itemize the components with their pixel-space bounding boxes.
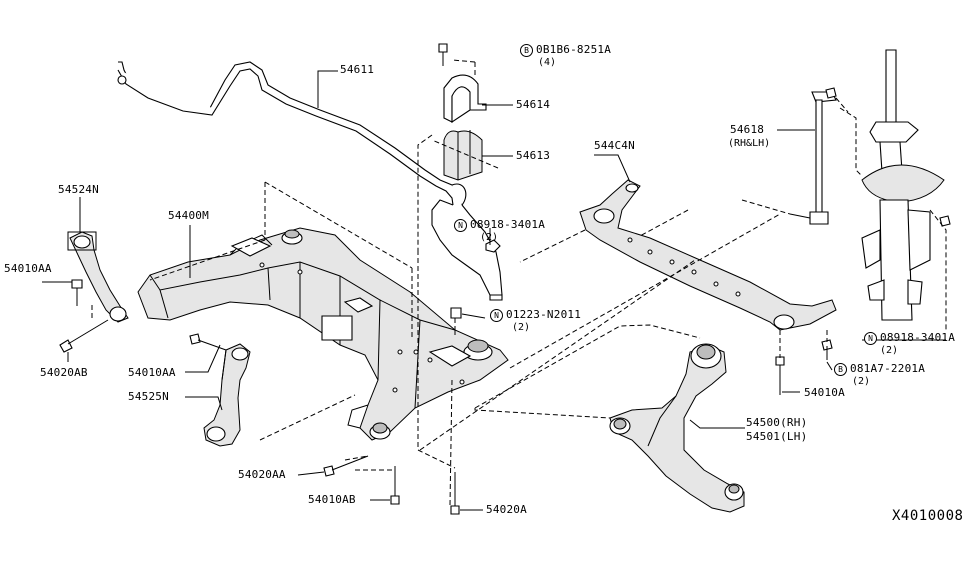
front-crossmember-54400M[interactable] [137, 227, 509, 441]
stabilizer-bar-54611[interactable] [117, 61, 503, 301]
label-54010AB: 54010AB [308, 493, 356, 506]
leader-lines [42, 70, 946, 511]
qty-01223-N2011: (2) [512, 322, 531, 333]
label-54020A: 54020A [486, 503, 527, 516]
bracket-54525N[interactable] [203, 343, 251, 447]
label-54020AB: 54020AB [40, 366, 88, 379]
label-08918-3401A-mid: 08918-3401A [470, 218, 546, 231]
bracket-54524N[interactable] [67, 231, 129, 323]
bolt-symbol: B [834, 363, 847, 376]
nut-symbol: N [864, 332, 877, 345]
label-54500: 54500(RH) [746, 416, 808, 429]
stabilizer-bushing-54613[interactable] [443, 130, 483, 181]
qty-081A7-2201A: (2) [852, 376, 871, 387]
diagram-code: X4010008 [892, 508, 964, 524]
label-0B1B6-8251A: 0B1B6-8251A [536, 43, 612, 56]
label-54501: 54501(LH) [746, 430, 808, 443]
label-54614: 54614 [516, 98, 551, 111]
label-081A7-2201A: 081A7-2201A [850, 362, 926, 375]
clamp-bolt[interactable] [438, 43, 448, 66]
label-54525N: 54525N [128, 390, 169, 403]
bolt-54010AA-mid[interactable] [189, 333, 227, 351]
label-54524N: 54524N [58, 183, 99, 196]
bolt-symbol: B [520, 44, 533, 57]
bolt-54020AA[interactable] [323, 455, 369, 477]
label-54020AA: 54020AA [238, 468, 286, 481]
reinforcement-544C4N[interactable] [579, 179, 837, 331]
label-54010AA-mid: 54010AA [128, 366, 176, 379]
bolt-54020AB[interactable] [59, 319, 109, 353]
bolt-54010AA-left[interactable] [71, 279, 83, 306]
label-54618: 54618 [730, 123, 765, 136]
nut-symbol: N [490, 309, 503, 322]
label-54010AA-left: 54010AA [4, 262, 52, 275]
label-54010A: 54010A [804, 386, 845, 399]
nut-01223-N2011[interactable] [450, 307, 462, 319]
label-54618-sub: (RH&LH) [728, 138, 771, 149]
label-01223-N2011: 01223-N2011 [506, 308, 582, 321]
nut-symbol: N [454, 219, 467, 232]
label-54400M: 54400M [168, 209, 209, 222]
assembly-guide-lines [91, 59, 947, 506]
bolt-54010A[interactable] [775, 356, 785, 395]
bolt-54020A[interactable] [450, 472, 460, 515]
bolt-54010AB[interactable] [390, 466, 400, 505]
qty-08918-3401A-mid: (2) [480, 232, 499, 243]
qty-08918-3401A-right: (2) [880, 345, 899, 356]
bolt-081A7-2201A[interactable] [821, 339, 833, 360]
stabilizer-clamp-54614[interactable] [443, 74, 487, 124]
label-54611: 54611 [340, 63, 375, 76]
label-544C4N: 544C4N [594, 139, 635, 152]
strut-assembly[interactable] [861, 49, 951, 321]
label-08918-3401A-right: 08918-3401A [880, 331, 956, 344]
label-54613: 54613 [516, 149, 551, 162]
qty-0B1B6-8251A: (4) [538, 57, 557, 68]
stabilizer-link-54618[interactable] [789, 87, 837, 225]
lower-control-arm-54500[interactable] [609, 343, 745, 513]
